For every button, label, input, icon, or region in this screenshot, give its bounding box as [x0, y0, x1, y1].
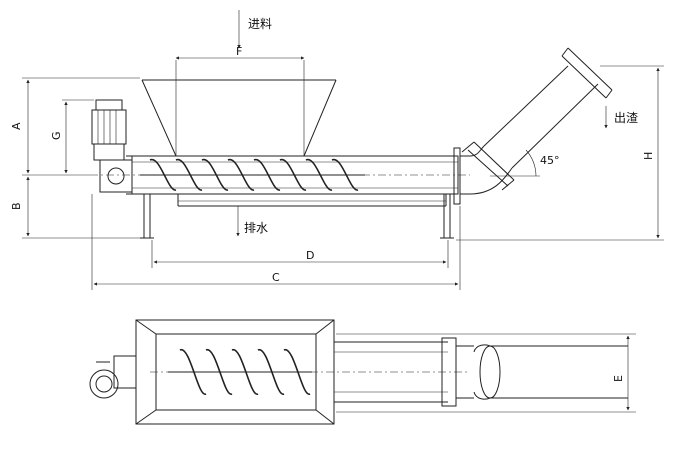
dim-F-label: F: [236, 45, 242, 58]
plan-view: [89, 319, 636, 425]
plan-flange-pipe: [441, 337, 628, 407]
slag-out-label: 出渣: [614, 111, 638, 125]
elevation-view: [22, 10, 664, 290]
plan-dimension-lines: [336, 333, 636, 413]
plan-screw-spiral: [168, 349, 312, 395]
dim-B-label: B: [10, 202, 23, 210]
trough-casing: [90, 155, 470, 207]
dim-A-label: A: [10, 122, 23, 130]
dimension-lines: [22, 10, 664, 290]
discharge-flange: [453, 147, 470, 205]
labels: 进料 F A B G H D C 排水 出渣 45° E: [10, 17, 655, 382]
drive-motor: [91, 99, 133, 195]
plan-motor: [89, 355, 137, 399]
dim-C-label: C: [272, 271, 280, 284]
dim-G-label: G: [50, 131, 63, 140]
angle-label: 45°: [540, 154, 560, 167]
support-legs: [140, 194, 454, 239]
dim-H-label: H: [642, 152, 655, 160]
screw-spiral: [140, 159, 365, 191]
feed-in-label: 进料: [248, 17, 272, 31]
dim-E-label: E: [612, 375, 625, 382]
feed-hopper: [141, 60, 337, 157]
dim-D-label: D: [306, 249, 314, 262]
discharge-elbow: [461, 47, 613, 195]
drain-label: 排水: [244, 221, 268, 235]
